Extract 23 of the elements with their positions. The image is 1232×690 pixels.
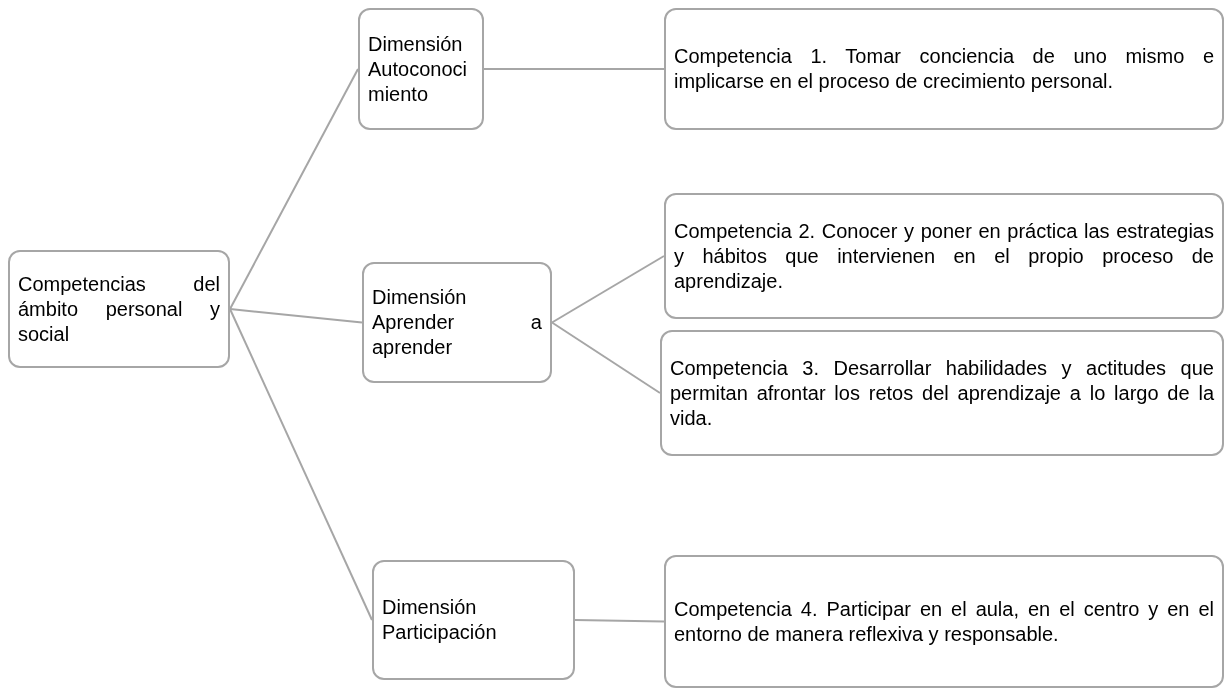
rounded-box xyxy=(372,560,575,680)
connector-line xyxy=(574,619,665,623)
connector-line xyxy=(229,308,373,621)
box-text: Dimensión Aprender a aprender xyxy=(372,285,542,360)
connector-line xyxy=(229,68,359,310)
box-text: Competencia 1. Tomar conciencia de uno mismo e implicarse en el proceso de crecimiento personal. xyxy=(674,44,1214,94)
rounded-box xyxy=(8,250,230,368)
box-text: Competencia 4. Participar en el aula, en el centro y en el entorno de manera reflexiva y responsable. xyxy=(674,596,1214,647)
box-text: Competencia 3. Desarrollar habilidades y actitudes que permitan afrontar los retos del aprendizaje a lo largo de la vida. xyxy=(670,355,1214,431)
connector-line xyxy=(483,68,665,70)
rounded-box xyxy=(664,555,1224,688)
box-text: Dimensión Participación xyxy=(382,595,498,645)
rounded-box xyxy=(664,193,1224,319)
rounded-box xyxy=(664,8,1224,130)
connector-line xyxy=(229,308,363,324)
box-text: Competencia 2. Conocer y poner en práctica las estrategias y hábitos que intervienen en el propio proceso de aprendizaje. xyxy=(674,218,1214,294)
connector-line xyxy=(551,321,661,394)
rounded-box xyxy=(362,262,552,383)
rounded-box xyxy=(660,330,1224,456)
box-text: Competencias del ámbito personal y social xyxy=(18,271,220,347)
connector-line xyxy=(551,255,665,324)
rounded-box xyxy=(358,8,484,130)
box-text: Dimensión Autoconocimiento xyxy=(368,31,468,107)
